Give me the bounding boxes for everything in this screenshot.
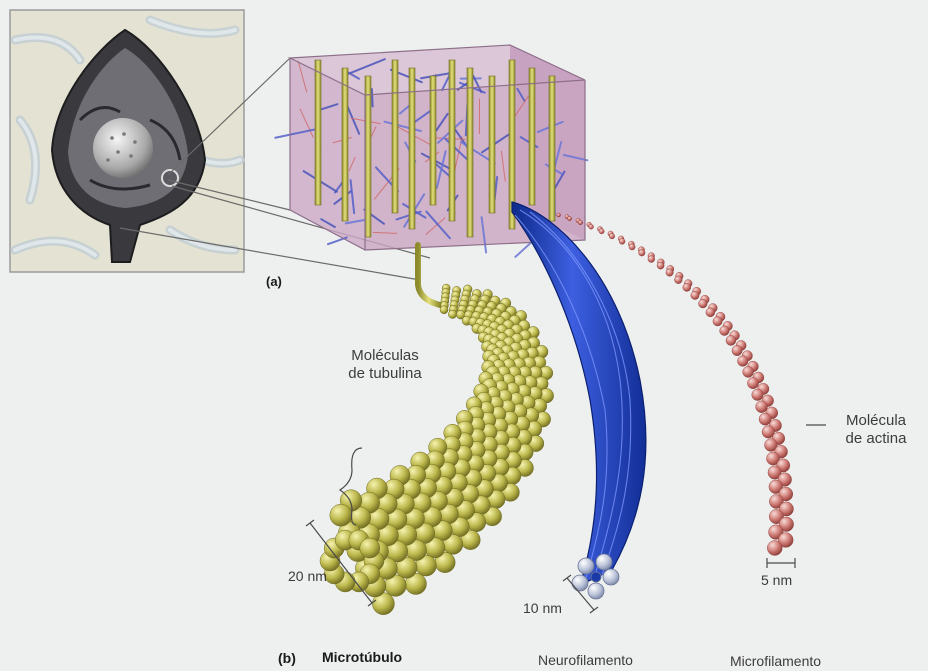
scale-label-5nm: 5 nm (761, 572, 792, 589)
tubulin-label: Moléculas de tubulina (330, 347, 440, 383)
part-b-label: (b) (278, 650, 296, 667)
actin-label: Molécula de actina (826, 412, 926, 448)
actin-label-line1: Molécula (826, 412, 926, 430)
microtubule-name: Microtúbulo (322, 649, 402, 666)
tubulin-label-line1: Moléculas (330, 347, 440, 365)
part-a-label: (a) (266, 274, 282, 290)
neurofilament-name: Neurofilamento (538, 652, 633, 669)
scale-label-20nm: 20 nm (288, 568, 327, 585)
microtubule-strand (320, 245, 554, 615)
neuron-inset (10, 10, 244, 272)
microfilament-name: Microfilamento (730, 653, 821, 670)
scale-label-10nm: 10 nm (523, 600, 562, 617)
actin-label-line2: de actina (826, 430, 926, 448)
tubulin-label-line2: de tubulina (330, 365, 440, 383)
